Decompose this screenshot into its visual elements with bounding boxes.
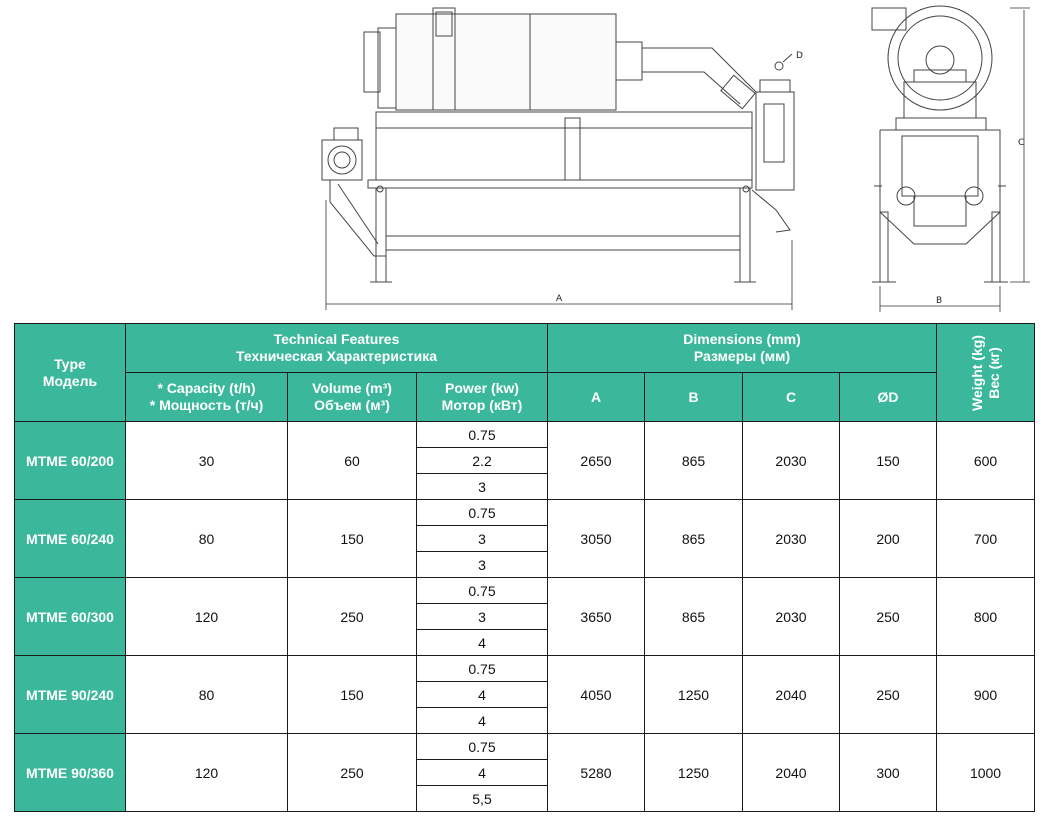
dim-c-label: C <box>1018 138 1024 148</box>
side-view-drawing <box>321 7 795 283</box>
dim-d-cell: 300 <box>838 733 938 812</box>
dim-a-header: A <box>547 372 645 422</box>
power-cell: 4 <box>416 759 548 786</box>
machine-technical-drawing: A B C D <box>321 5 1030 312</box>
power-header: Power (kw) Мотор (кВт) <box>416 372 548 422</box>
dim-c-cell: 2040 <box>742 733 840 812</box>
dim-b-cell: 865 <box>644 577 743 656</box>
dim-d-label: D <box>796 51 803 61</box>
dim-a-label: A <box>556 294 563 304</box>
power-cell: 4 <box>416 707 548 734</box>
volume-cell: 150 <box>287 655 417 734</box>
dimensions-header: Dimensions (mm) Размеры (мм) <box>546 323 938 373</box>
dim-b-cell: 1250 <box>644 733 743 812</box>
model-cell: MTME 60/300 <box>14 577 126 656</box>
dim-c-cell: 2040 <box>742 655 840 734</box>
model-cell: MTME 90/240 <box>14 655 126 734</box>
table-row: MTME 60/300 120 250 0.75 3650 865 2030 2… <box>14 577 1036 656</box>
power-cell: 3 <box>416 525 548 552</box>
dim-c-cell: 2030 <box>742 499 840 578</box>
dim-c-header: C <box>742 372 840 422</box>
table-row: MTME 60/200 30 60 0.75 2650 865 2030 150… <box>14 421 1036 500</box>
capacity-cell: 120 <box>125 733 288 812</box>
volume-cell: 150 <box>287 499 417 578</box>
volume-header: Volume (m³) Объем (м³) <box>287 372 417 422</box>
power-cell: 3 <box>416 603 548 630</box>
specification-table: Type Модель Technical Features Техническ… <box>14 323 1036 812</box>
weight-cell: 700 <box>936 499 1036 578</box>
weight-header: Weight (kg) Вес (кг) <box>936 323 1036 422</box>
front-view-drawing <box>871 5 1008 283</box>
capacity-cell: 30 <box>125 421 288 500</box>
dim-b-cell: 865 <box>644 499 743 578</box>
volume-cell: 250 <box>287 733 417 812</box>
dim-d-header: ØD <box>838 372 938 422</box>
power-cell: 2.2 <box>416 447 548 474</box>
dim-b-header: B <box>644 372 743 422</box>
dim-c-cell: 2030 <box>742 421 840 500</box>
capacity-cell: 80 <box>125 655 288 734</box>
model-cell: MTME 60/200 <box>14 421 126 500</box>
weight-cell: 1000 <box>936 733 1036 812</box>
table-row: MTME 90/360 120 250 0.75 5280 1250 2040 … <box>14 733 1036 812</box>
volume-cell: 250 <box>287 577 417 656</box>
weight-cell: 600 <box>936 421 1036 500</box>
table-row: MTME 60/240 80 150 0.75 3050 865 2030 20… <box>14 499 1036 578</box>
power-cell: 3 <box>416 551 548 578</box>
model-cell: MTME 90/360 <box>14 733 126 812</box>
dim-a-cell: 5280 <box>547 733 645 812</box>
capacity-header: * Capacity (t/h) * Мощность (т/ч) <box>125 372 288 422</box>
power-cell: 4 <box>416 629 548 656</box>
dim-a-cell: 3050 <box>547 499 645 578</box>
model-cell: MTME 60/240 <box>14 499 126 578</box>
table-row: MTME 90/240 80 150 0.75 4050 1250 2040 2… <box>14 655 1036 734</box>
power-cell: 0.75 <box>416 499 548 526</box>
capacity-cell: 120 <box>125 577 288 656</box>
technical-features-header: Technical Features Техническая Характери… <box>125 323 548 373</box>
power-cell: 0.75 <box>416 577 548 604</box>
dim-d-cell: 150 <box>838 421 938 500</box>
dim-d-cell: 250 <box>838 655 938 734</box>
volume-cell: 60 <box>287 421 417 500</box>
dim-a-cell: 4050 <box>547 655 645 734</box>
dim-b-label: B <box>936 296 942 306</box>
power-cell: 0.75 <box>416 421 548 448</box>
power-cell: 0.75 <box>416 655 548 682</box>
dim-b-cell: 865 <box>644 421 743 500</box>
power-cell: 4 <box>416 681 548 708</box>
type-header: Type Модель <box>14 323 126 422</box>
capacity-cell: 80 <box>125 499 288 578</box>
weight-cell: 900 <box>936 655 1036 734</box>
power-cell: 0.75 <box>416 733 548 760</box>
dim-a-cell: 2650 <box>547 421 645 500</box>
weight-cell: 800 <box>936 577 1036 656</box>
dim-d-cell: 250 <box>838 577 938 656</box>
dim-a-cell: 3650 <box>547 577 645 656</box>
dim-d-cell: 200 <box>838 499 938 578</box>
dim-b-cell: 1250 <box>644 655 743 734</box>
power-cell: 3 <box>416 473 548 500</box>
power-cell: 5,5 <box>416 785 548 812</box>
dim-c-cell: 2030 <box>742 577 840 656</box>
